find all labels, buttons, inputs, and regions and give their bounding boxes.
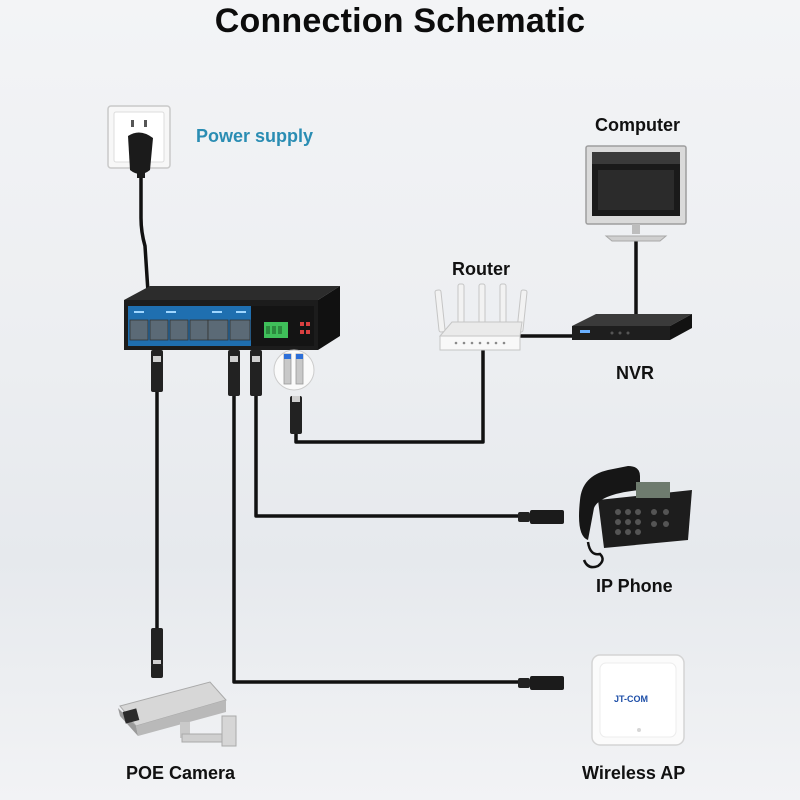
poe-camera-label: POE Camera [126, 763, 236, 783]
poe-camera [118, 664, 237, 747]
computer-label: Computer [595, 115, 680, 135]
power-outlet [107, 105, 171, 178]
power-supply-label: Power supply [196, 126, 314, 146]
wireless-ap-label: Wireless AP [582, 763, 686, 783]
power-cable [139, 175, 150, 293]
nvr [572, 314, 692, 340]
ip-phone-label: IP Phone [596, 576, 673, 596]
diagram-title: Connection Schematic [214, 2, 586, 40]
nvr-label: NVR [616, 363, 655, 383]
ap-brand-label: JT-COM [614, 694, 648, 704]
cables [139, 175, 638, 684]
phone-cable [254, 395, 528, 518]
ap-cable [232, 395, 528, 684]
sfp-modules [273, 349, 315, 391]
wireless-ap [518, 654, 685, 746]
rj45-plugs [151, 350, 302, 666]
router [434, 283, 528, 351]
computer-monitor [585, 145, 687, 242]
poe-switch [124, 286, 340, 350]
router-label: Router [452, 259, 510, 279]
ip-phone [518, 466, 692, 569]
router-cable [294, 348, 485, 444]
